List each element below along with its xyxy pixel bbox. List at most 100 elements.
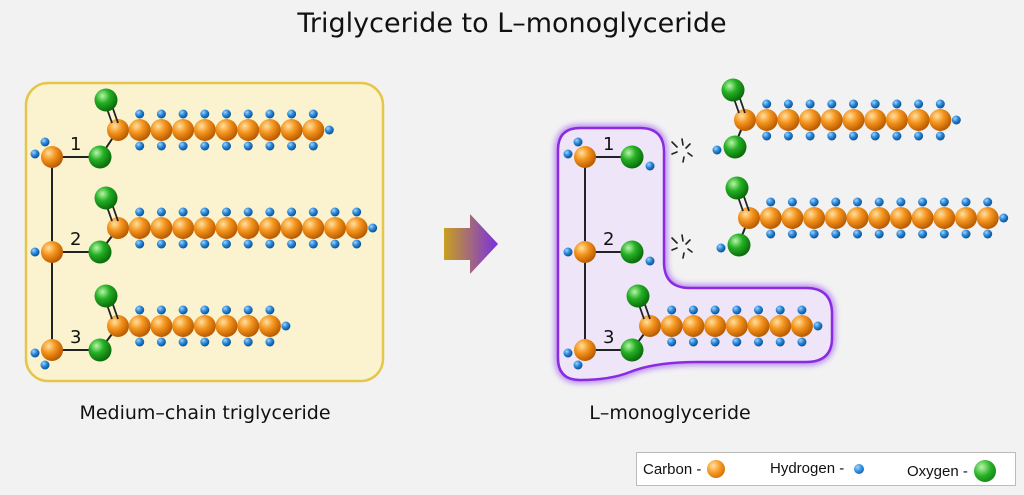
hydrogen-atom: [200, 337, 210, 347]
hydrogen-atom: [827, 131, 837, 141]
hydrogen-atom: [783, 99, 793, 109]
hydrogen-atom: [156, 207, 166, 217]
oxygen-atom: [727, 233, 751, 257]
carbon-atom: [846, 207, 869, 229]
hydrogen-atom: [849, 131, 858, 141]
carbon-atom: [193, 217, 216, 239]
hydrogen-atom: [951, 115, 961, 125]
hydrogen-atom: [732, 337, 742, 347]
hydrogen-atom: [222, 109, 231, 119]
carbon-atom: [574, 241, 596, 263]
carbon-atom: [41, 339, 63, 361]
carbon-atom: [790, 315, 813, 337]
carbon-atom: [820, 109, 843, 131]
carbon-atom: [639, 315, 661, 337]
hydrogen-atom: [710, 305, 720, 315]
hydrogen-atom: [200, 207, 210, 217]
hydrogen-atom: [667, 305, 677, 315]
hydrogen-atom-icon: [854, 463, 865, 474]
hydrogen-atom: [156, 109, 166, 119]
hydrogen-atom: [754, 305, 763, 315]
reaction-arrow: [444, 214, 498, 274]
hydrogen-atom: [135, 141, 145, 151]
carbon-atom: [302, 217, 325, 239]
hydrogen-atom: [265, 207, 275, 217]
hydrogen-atom: [870, 99, 880, 109]
hydrogen-atom: [135, 305, 145, 315]
carbon-atom: [660, 315, 683, 337]
carbon-atom: [734, 109, 756, 131]
carbon-atom: [280, 119, 303, 141]
carbon-atom: [150, 217, 173, 239]
hydrogen-atom: [892, 99, 902, 109]
hydrogen-atom: [368, 223, 378, 233]
legend-carbon: Carbon -: [643, 460, 726, 478]
hydrogen-atom: [939, 197, 949, 207]
legend-hydrogen-label: Hydrogen -: [770, 460, 845, 477]
hydrogen-atom: [287, 141, 297, 151]
carbon-atom: [755, 109, 778, 131]
carbon-atom: [107, 217, 129, 239]
hydrogen-atom: [287, 109, 297, 119]
hydrogen-atom: [914, 99, 924, 109]
hydrogen-atom: [762, 99, 772, 109]
hydrogen-atom: [222, 305, 231, 315]
carbon-atom: [302, 119, 325, 141]
carbon-atom: [280, 217, 303, 239]
hydrogen-atom: [222, 337, 231, 347]
position-label-1-right: 1: [603, 134, 614, 155]
hydrogen-atom: [935, 131, 945, 141]
molecule-layer: [30, 78, 1009, 370]
hydrogen-atom: [135, 337, 145, 347]
hydrogen-atom: [287, 207, 297, 217]
oxygen-atom: [626, 284, 650, 308]
hydrogen-atom: [156, 239, 166, 249]
hydrogen-atom: [896, 197, 906, 207]
carbon-atom: [258, 315, 281, 337]
legend-oxygen-label: Oxygen -: [907, 462, 968, 480]
carbon-atom: [107, 119, 129, 141]
hydrogen-atom: [809, 229, 819, 239]
hydrogen-atom: [783, 131, 793, 141]
hydrogen-atom: [40, 137, 50, 147]
carbon-atom: [215, 217, 238, 239]
carbon-atom: [769, 315, 792, 337]
oxygen-atom: [88, 240, 112, 264]
carbon-atom: [150, 315, 173, 337]
hydrogen-atom: [156, 337, 166, 347]
carbon-atom: [41, 241, 63, 263]
hydrogen-atom: [805, 99, 815, 109]
oxygen-atom: [94, 186, 118, 210]
position-label-2-right: 2: [603, 229, 614, 250]
hydrogen-atom: [983, 229, 993, 239]
oxygen-atom: [620, 145, 644, 169]
carbon-atom: [759, 207, 782, 229]
hydrogen-atom: [787, 229, 797, 239]
hydrogen-atom: [352, 239, 362, 249]
hydrogen-atom: [716, 243, 726, 253]
carbon-atom: [704, 315, 727, 337]
carbon-atom: [682, 315, 705, 337]
hydrogen-atom: [222, 239, 231, 249]
hydrogen-atom: [797, 337, 807, 347]
hydrogen-atom: [308, 207, 318, 217]
hydrogen-atom: [308, 141, 318, 151]
oxygen-atom: [721, 78, 745, 102]
hydrogen-atom: [688, 305, 698, 315]
carbon-atom: [955, 207, 977, 229]
hydrogen-atom: [563, 149, 573, 159]
carbon-atom: [868, 207, 891, 229]
oxygen-atom: [620, 338, 644, 362]
carbon-atom: [150, 119, 173, 141]
hydrogen-atom: [178, 305, 188, 315]
carbon-atom: [777, 109, 800, 131]
carbon-atom: [237, 315, 260, 337]
oxygen-atom: [88, 145, 112, 169]
hydrogen-atom: [352, 207, 362, 217]
carbon-atom: [237, 217, 260, 239]
carbon-atom: [128, 315, 151, 337]
oxygen-atom: [725, 176, 749, 200]
carbon-atom: [172, 315, 195, 337]
hydrogen-atom: [849, 99, 858, 109]
position-label-1-left: 1: [70, 134, 81, 155]
